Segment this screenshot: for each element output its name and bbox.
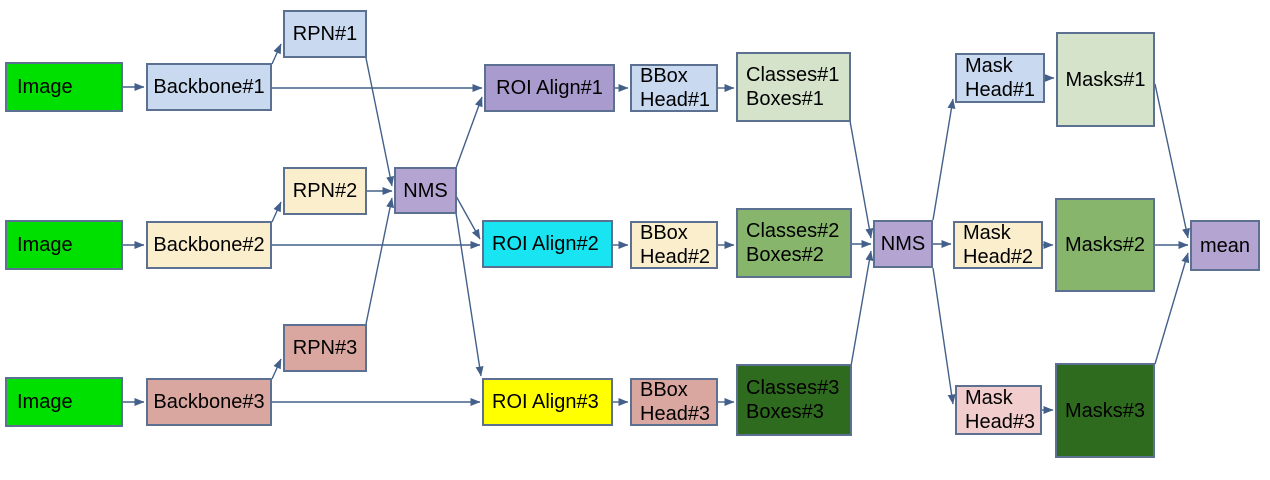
node-image-1-label: Image [17,76,73,98]
node-masks-1-label: Masks#1 [1065,68,1146,91]
node-masks-2: Masks#2 [1055,198,1155,292]
edge-classes1-nms2 [849,120,874,239]
edge-nms1-roialign3 [455,212,484,377]
node-backbone-2: Backbone#2 [146,221,272,269]
node-backbone-2-label: Backbone#2 [153,234,265,256]
edge-nms1-roialign1 [455,96,483,169]
node-mask-head-3-label: Mask Head#3 [965,387,1036,433]
node-image-2-label: Image [17,234,73,256]
edge-rpn1-nms1 [365,57,395,187]
node-classes-boxes-1: Classes#1 Boxes#1 [736,52,851,122]
edge-masks3-mean [1154,252,1190,365]
node-rpn-1-label: RPN#1 [292,23,358,45]
node-backbone-1: Backbone#1 [146,63,272,111]
node-roi-align-3: ROI Align#3 [482,378,613,426]
node-roi-align-1: ROI Align#1 [484,64,615,112]
node-rpn-1: RPN#1 [283,10,367,58]
node-mask-head-2-label: Mask Head#2 [963,222,1034,268]
node-bbox-head-2-label: BBox Head#2 [640,222,711,268]
node-mask-head-1-label: Mask Head#1 [965,55,1036,101]
node-backbone-1-label: Backbone#1 [153,76,265,98]
node-rpn-2-label: RPN#2 [292,180,358,202]
node-bbox-head-3-label: BBox Head#3 [640,379,711,425]
node-nms-detections: NMS [873,220,933,268]
node-roi-align-2-label: ROI Align#2 [492,233,599,255]
node-nms-proposals-label: NMS [403,179,448,202]
node-rpn-3-label: RPN#3 [292,337,358,359]
edge-nms2-maskhead3 [932,267,956,405]
edge-backbone1-rpn1 [271,43,282,65]
node-roi-align-3-label: ROI Align#3 [492,391,599,413]
node-mask-head-3: Mask Head#3 [955,385,1042,435]
node-mask-head-2: Mask Head#2 [953,221,1043,269]
edge-classes3-nms2 [850,250,874,367]
node-nms-detections-label: NMS [880,233,926,255]
node-backbone-3: Backbone#3 [146,378,272,426]
node-roi-align-1-label: ROI Align#1 [496,77,603,99]
node-masks-3: Masks#3 [1055,363,1155,458]
edge-backbone3-rpn3 [271,358,282,380]
node-backbone-3-label: Backbone#3 [153,391,265,413]
node-nms-proposals: NMS [394,167,457,214]
node-classes-boxes-2-label: Classes#2 Boxes#2 [746,220,840,266]
node-rpn-3: RPN#3 [283,324,367,372]
node-image-2: Image [5,220,123,270]
node-masks-1: Masks#1 [1056,32,1155,127]
edge-backbone2-rpn2 [271,201,282,223]
node-classes-boxes-3-label: Classes#3 Boxes#3 [746,377,840,423]
node-rpn-2: RPN#2 [283,167,367,215]
node-roi-align-2: ROI Align#2 [482,220,613,268]
node-masks-3-label: Masks#3 [1064,399,1146,422]
node-image-3: Image [5,377,123,427]
node-image-1: Image [5,62,123,112]
node-image-3-label: Image [17,391,73,413]
edge-nms1-roialign2 [455,195,481,240]
node-mask-head-1: Mask Head#1 [955,53,1045,103]
node-classes-boxes-3: Classes#3 Boxes#3 [736,364,852,436]
node-mean: mean [1190,220,1260,271]
edge-masks1-mean [1154,83,1190,239]
node-classes-boxes-1-label: Classes#1 Boxes#1 [746,64,840,110]
edge-rpn3-nms1 [365,197,394,325]
node-bbox-head-2: BBox Head#2 [630,221,718,269]
edge-nms2-maskhead1 [932,98,956,221]
node-bbox-head-1: BBox Head#1 [630,64,718,112]
node-bbox-head-1-label: BBox Head#1 [640,65,711,111]
node-masks-2-label: Masks#2 [1064,234,1146,256]
node-classes-boxes-2: Classes#2 Boxes#2 [736,208,852,278]
node-bbox-head-3: BBox Head#3 [630,378,718,426]
node-mean-label: mean [1199,234,1251,257]
